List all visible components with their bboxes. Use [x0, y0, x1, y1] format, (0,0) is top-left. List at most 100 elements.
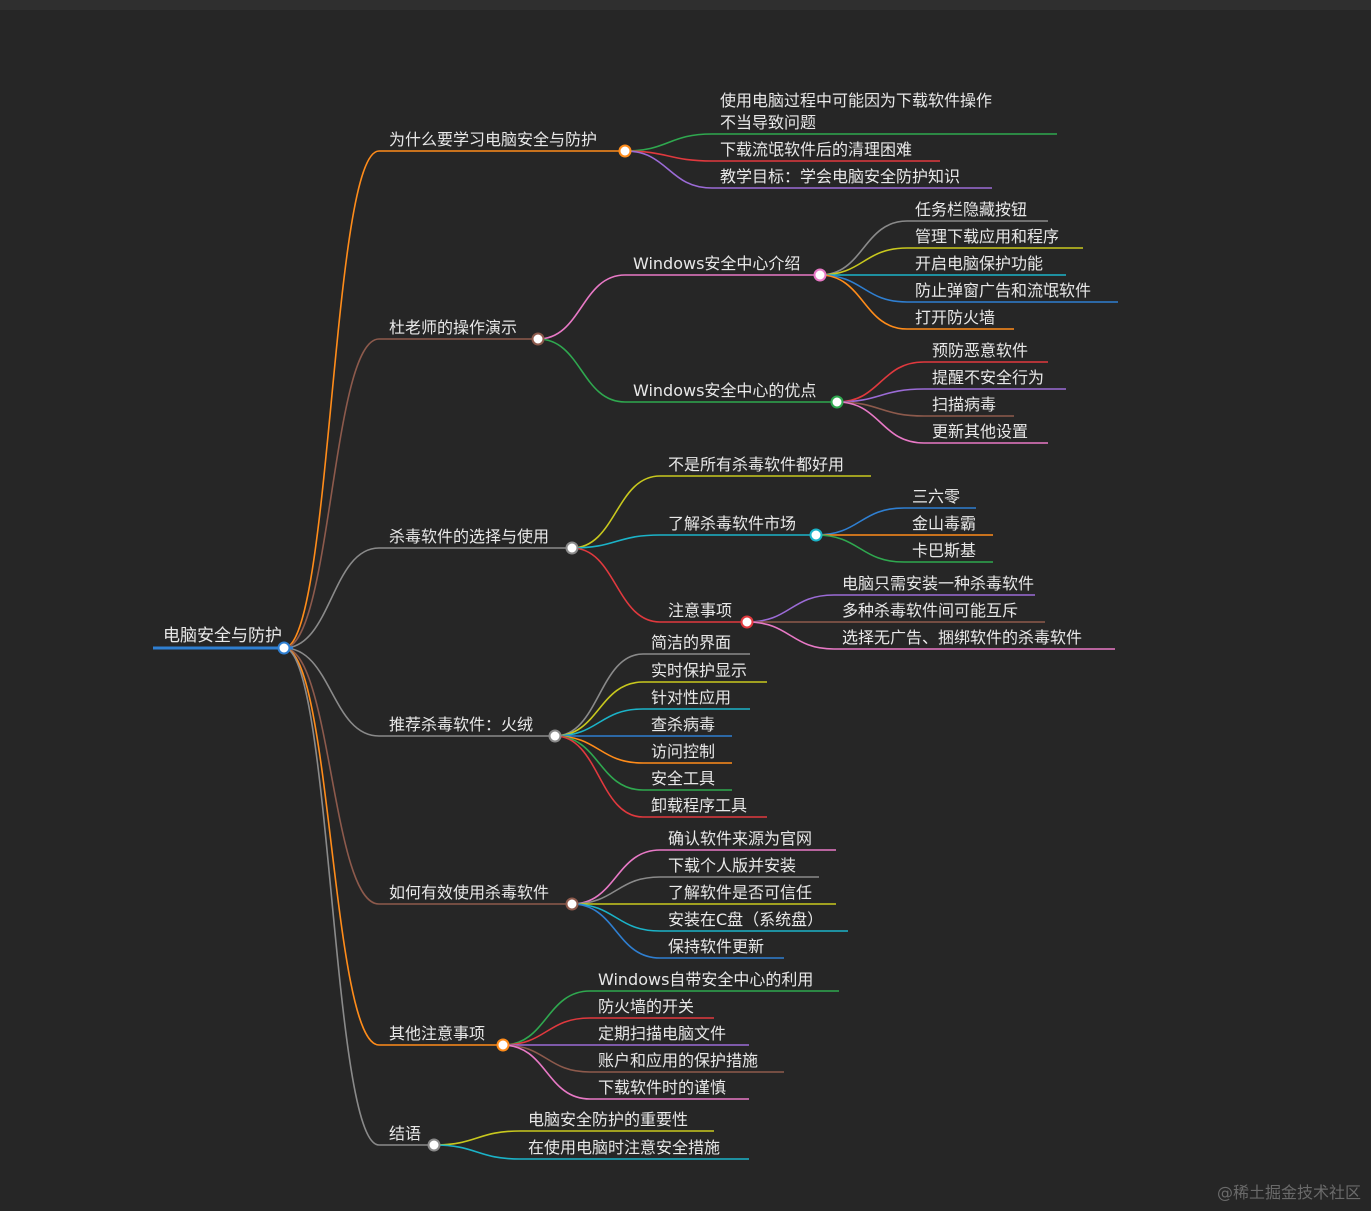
branch-4-child-6-label[interactable]: 安全工具	[651, 769, 715, 788]
branch-2-child-2-leaf-2-label[interactable]: 提醒不安全行为	[932, 368, 1044, 387]
branch-4-child-6-link	[554, 735, 644, 791]
branch-1-dot[interactable]	[618, 144, 632, 158]
branch-4-child-5-label[interactable]: 访问控制	[651, 742, 715, 761]
branch-2-child-2-leaf-3-label[interactable]: 扫描病毒	[932, 395, 996, 414]
branch-2-child-2-leaf-1-label[interactable]: 预防恶意软件	[932, 341, 1028, 360]
branch-2-dot[interactable]	[531, 332, 545, 346]
branch-4-child-7-link	[554, 735, 644, 818]
labels-layer: 电脑安全与防护 为什么要学习电脑安全与防护 使用电脑过程中可能因为下载软件操作不当导…	[163, 91, 1091, 1157]
branch-4-child-3-label[interactable]: 针对性应用	[651, 688, 731, 707]
branch-1-child-3-link	[624, 150, 713, 189]
branch-6-child-2-link	[502, 1017, 591, 1046]
branch-4-child-3-link	[554, 708, 644, 737]
top-bar	[0, 0, 1371, 10]
branch-2-label[interactable]: 杜老师的操作演示	[389, 318, 517, 337]
underlines-layer	[153, 133, 1118, 1160]
branch-6-child-4-link	[502, 1044, 591, 1073]
branch-3-link	[283, 547, 380, 649]
branch-5-child-3-label[interactable]: 了解软件是否可信任	[668, 883, 812, 902]
branch-4-link	[283, 647, 380, 737]
branch-4-child-7-label[interactable]: 卸载程序工具	[651, 796, 747, 815]
branch-2-child-1-leaf-5-link	[819, 274, 908, 330]
branch-3-child-3-leaf-2-label[interactable]: 多种杀毒软件间可能互斥	[842, 601, 1018, 620]
branch-4-child-4-label[interactable]: 查杀病毒	[651, 715, 715, 734]
branch-2-child-1-leaf-1-link	[819, 220, 908, 276]
branch-1-child-3-label[interactable]: 教学目标：学会电脑安全防护知识	[720, 167, 960, 186]
branch-3-child-3-leaf-1-link	[746, 594, 835, 623]
branch-2-child-1-leaf-1-label[interactable]: 任务栏隐藏按钮	[915, 200, 1027, 219]
branch-2-child-2-leaf-4-label[interactable]: 更新其他设置	[932, 422, 1028, 441]
branch-6-label[interactable]: 其他注意事项	[389, 1024, 485, 1043]
branch-3-child-2-label[interactable]: 了解杀毒软件市场	[668, 514, 796, 533]
branch-7-child-1-label[interactable]: 电脑安全防护的重要性	[528, 1110, 688, 1129]
branch-5-child-5-link	[571, 903, 661, 959]
branch-7-child-1-link	[433, 1130, 521, 1146]
branch-4-dot[interactable]	[548, 729, 562, 743]
branch-2-child-1-leaf-5-label[interactable]: 打开防火墙	[915, 308, 995, 327]
branch-3-child-2-leaf-1-link	[815, 507, 905, 536]
branch-6-child-1-label[interactable]: Windows自带安全中心的利用	[598, 970, 813, 989]
branch-7-dot[interactable]	[427, 1138, 441, 1152]
branch-5-label[interactable]: 如何有效使用杀毒软件	[389, 883, 549, 902]
branch-6-child-4-label[interactable]: 账户和应用的保护措施	[598, 1051, 758, 1070]
branch-6-child-5-label[interactable]: 下载软件时的谨慎	[598, 1078, 726, 1097]
branch-3-child-2-leaf-3-link	[815, 534, 905, 563]
branch-6-child-1-link	[502, 990, 591, 1046]
branch-5-child-4-link	[571, 903, 661, 932]
branch-4-child-2-label[interactable]: 实时保护显示	[651, 661, 747, 680]
watermark: @稀土掘金技术社区	[1216, 1183, 1361, 1202]
branch-2-child-2-label[interactable]: Windows安全中心的优点	[633, 381, 816, 400]
root-node-label[interactable]: 电脑安全与防护	[163, 626, 282, 646]
branch-6-child-3-label[interactable]: 定期扫描电脑文件	[598, 1024, 726, 1043]
branch-5-dot[interactable]	[565, 897, 579, 911]
branch-2-child-1-leaf-2-label[interactable]: 管理下载应用和程序	[915, 227, 1059, 246]
branch-1-link	[283, 150, 380, 649]
branch-2-child-1-leaf-2-link	[819, 247, 908, 276]
branch-2-child-1-label[interactable]: Windows安全中心介绍	[633, 254, 800, 273]
branch-5-child-1-label[interactable]: 确认软件来源为官网	[668, 829, 812, 848]
branch-1-child-2-label[interactable]: 下载流氓软件后的清理困难	[720, 140, 912, 159]
branch-3-child-2-leaf-3-label[interactable]: 卡巴斯基	[912, 541, 976, 560]
branch-2-child-1-leaf-3-label[interactable]: 开启电脑保护功能	[915, 254, 1043, 273]
branch-3-child-1-link	[571, 475, 661, 549]
branch-5-child-5-label[interactable]: 保持软件更新	[668, 937, 764, 956]
branch-4-child-1-link	[554, 653, 644, 737]
branch-6-dot[interactable]	[496, 1038, 510, 1052]
branch-7-link	[283, 647, 380, 1146]
branch-5-child-2-link	[571, 876, 661, 905]
branch-3-dot[interactable]	[565, 541, 579, 555]
branch-2-child-1-leaf-4-label[interactable]: 防止弹窗广告和流氓软件	[915, 281, 1091, 300]
branch-3-child-3-leaf-3-label[interactable]: 选择无广告、捆绑软件的杀毒软件	[842, 628, 1082, 647]
branch-3-child-3-label[interactable]: 注意事项	[668, 601, 732, 620]
branch-6-child-5-link	[502, 1044, 591, 1100]
branch-2-child-2-dot[interactable]	[830, 395, 844, 409]
links-layer	[283, 133, 925, 1160]
branch-5-child-1-link	[571, 849, 661, 905]
branch-1-label[interactable]: 为什么要学习电脑安全与防护	[389, 130, 597, 149]
branch-7-child-2-link	[433, 1144, 521, 1160]
branch-3-child-3-leaf-1-label[interactable]: 电脑只需安装一种杀毒软件	[842, 574, 1034, 593]
branch-2-child-2-leaf-1-link	[836, 361, 925, 403]
branch-3-child-2-leaf-2-label[interactable]: 金山毒霸	[912, 514, 976, 533]
branch-5-link	[283, 647, 380, 905]
branch-5-child-2-label[interactable]: 下载个人版并安装	[668, 856, 796, 875]
branch-2-child-2-leaf-4-link	[836, 401, 925, 444]
branch-7-child-2-label[interactable]: 在使用电脑时注意安全措施	[528, 1138, 720, 1157]
branch-3-child-2-link	[571, 534, 661, 549]
branch-3-child-1-label[interactable]: 不是所有杀毒软件都好用	[668, 455, 844, 474]
branch-4-child-1-label[interactable]: 简洁的界面	[651, 633, 731, 652]
branch-2-child-1-dot[interactable]	[813, 268, 827, 282]
branch-3-label[interactable]: 杀毒软件的选择与使用	[389, 527, 549, 546]
root-node-dot[interactable]	[277, 641, 291, 655]
branch-4-label[interactable]: 推荐杀毒软件：火绒	[389, 715, 533, 734]
branch-6-child-2-label[interactable]: 防火墙的开关	[598, 997, 694, 1016]
branch-2-link	[283, 338, 380, 649]
branch-5-child-4-label[interactable]: 安装在C盘（系统盘）	[668, 910, 823, 929]
branch-1-child-1-label[interactable]: 使用电脑过程中可能因为下载软件操作不当导致问题	[720, 91, 992, 132]
branch-7-label[interactable]: 结语	[389, 1124, 421, 1143]
branch-6-link	[283, 647, 380, 1046]
branch-3-child-3-dot[interactable]	[740, 615, 754, 629]
branch-3-child-2-dot[interactable]	[809, 528, 823, 542]
branch-3-child-2-leaf-1-label[interactable]: 三六零	[912, 487, 960, 506]
